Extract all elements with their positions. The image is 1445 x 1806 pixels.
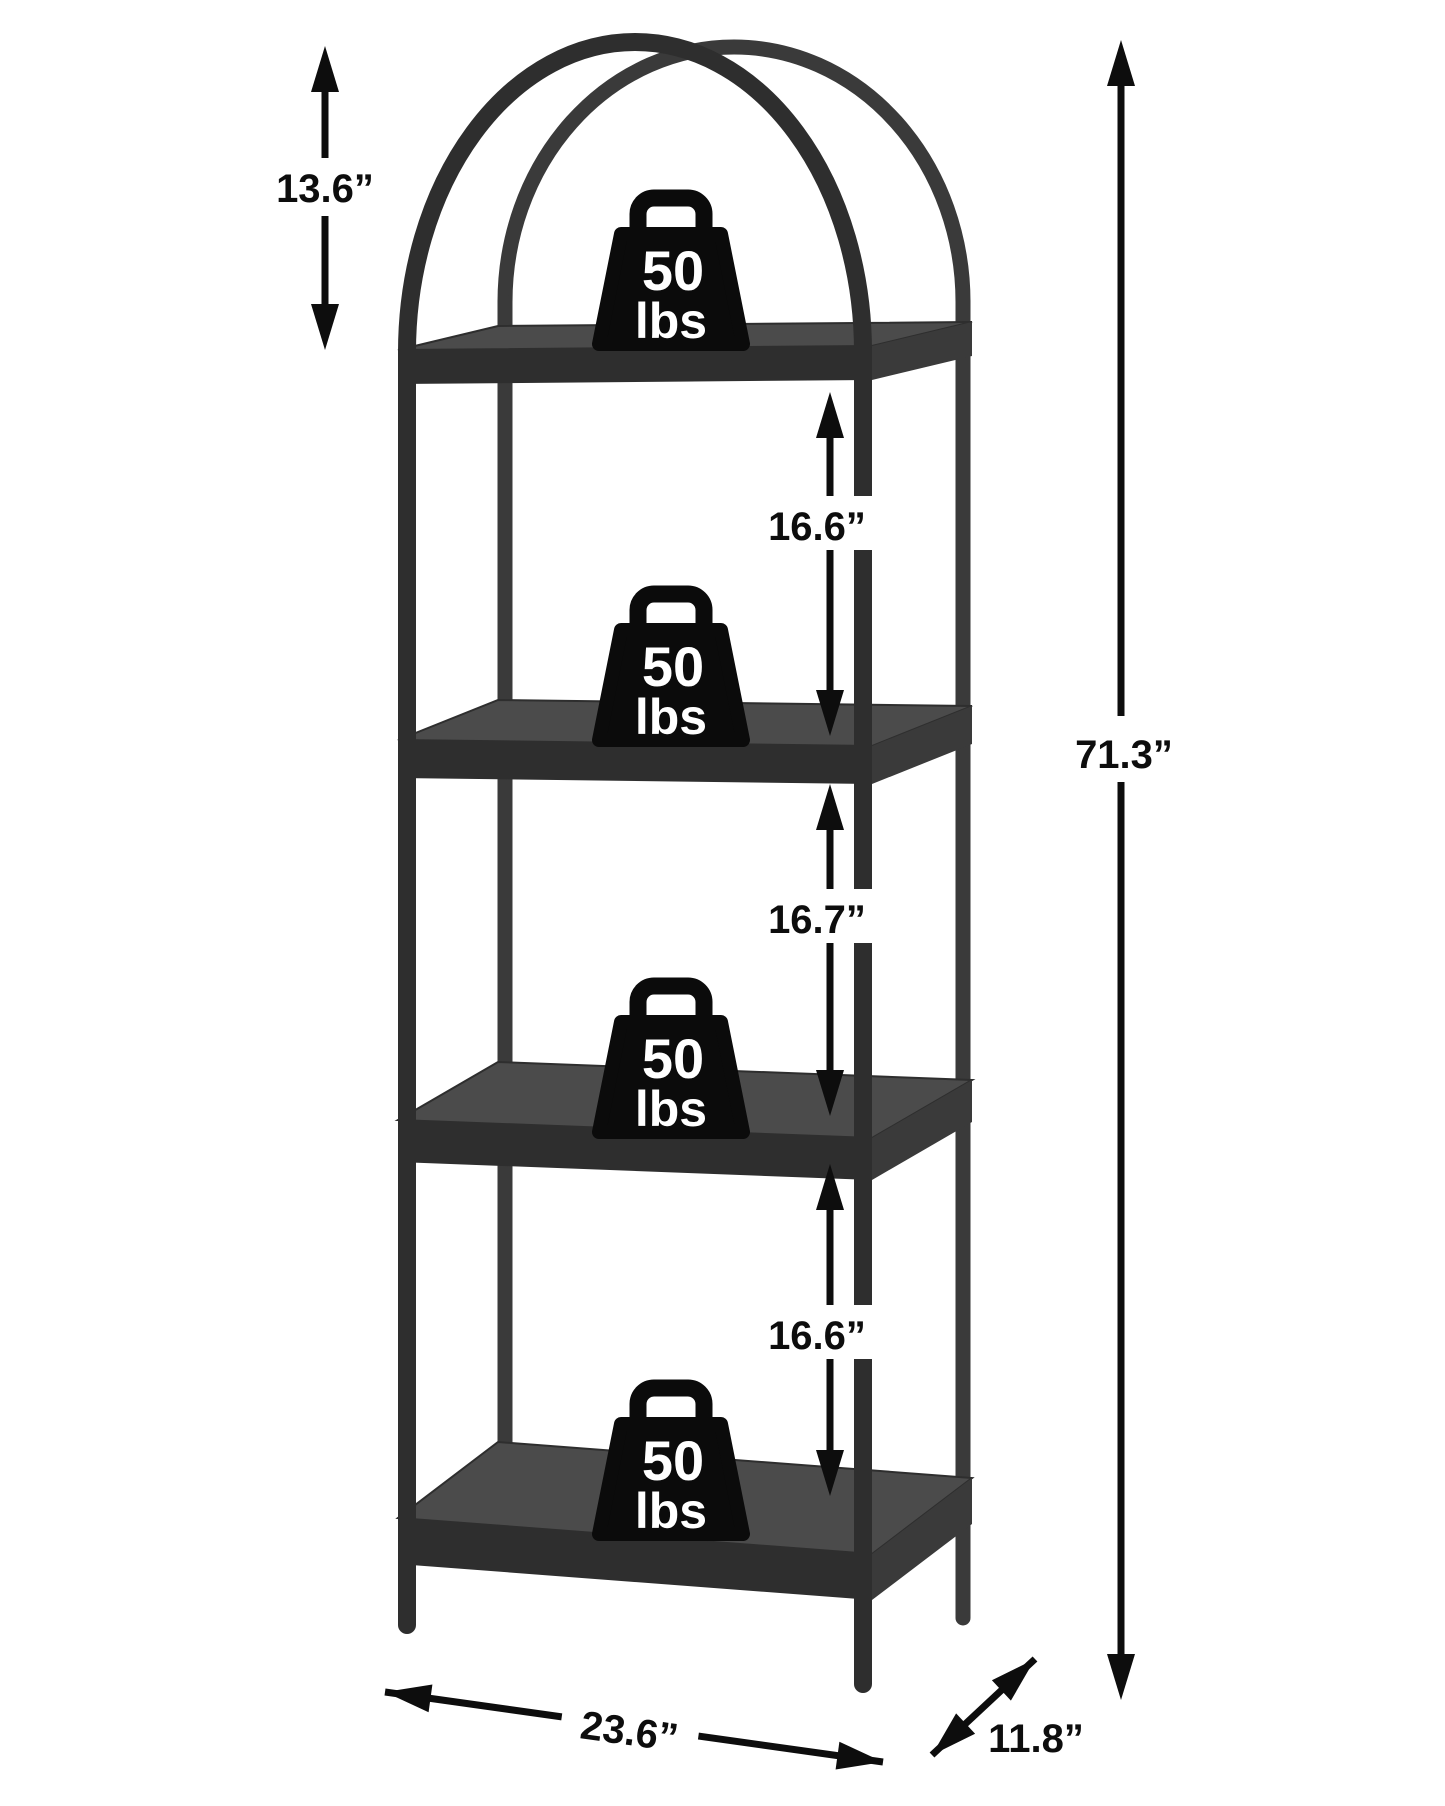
arrow-up-icon bbox=[816, 1164, 844, 1210]
weight-bag-body bbox=[592, 227, 750, 351]
shelf-3-side bbox=[872, 1080, 972, 1180]
arrow-right-icon bbox=[835, 1741, 883, 1770]
weight-badge-4: 50 lbs bbox=[592, 1379, 750, 1541]
dim-label-bg bbox=[756, 496, 878, 550]
arrow-up-icon bbox=[816, 784, 844, 830]
front-frame bbox=[398, 33, 872, 1693]
capacity-value: 50 bbox=[642, 635, 704, 698]
shelf-1-front bbox=[398, 346, 872, 384]
shelf-4-front bbox=[398, 1518, 872, 1600]
arrow-up-right-icon bbox=[991, 1659, 1035, 1701]
capacity-value: 50 bbox=[642, 239, 704, 302]
dim-total-height: 71.3” bbox=[1054, 40, 1192, 1700]
dim-label-bg bbox=[262, 158, 388, 216]
dimension-annotations: 13.6” 71.3” 16.6” 16.7” bbox=[262, 40, 1192, 1770]
bookshelf-illustration: 50 lbs 50 lbs 50 lbs 50 lbs bbox=[394, 33, 976, 1693]
arrow-up-icon bbox=[311, 46, 339, 92]
dim-label-gap-bottom: 16.6” bbox=[768, 1314, 866, 1358]
arrow-down-left-icon bbox=[932, 1713, 976, 1755]
capacity-unit: lbs bbox=[635, 1483, 707, 1539]
arrow-down-icon bbox=[816, 690, 844, 736]
back-arch bbox=[497, 39, 971, 310]
dim-label-bg bbox=[756, 889, 878, 943]
weight-bag-body bbox=[592, 1015, 750, 1139]
arrow-down-icon bbox=[816, 1070, 844, 1116]
dim-width: 23.6” bbox=[384, 1684, 884, 1770]
front-arch bbox=[398, 33, 872, 361]
dim-label-gap-middle: 16.7” bbox=[768, 898, 866, 942]
arrow-down-icon bbox=[1107, 1654, 1135, 1700]
dim-arch-height: 13.6” bbox=[262, 46, 388, 350]
dim-gap-middle: 16.7” bbox=[756, 784, 878, 1116]
back-frame bbox=[497, 39, 971, 1626]
capacity-unit: lbs bbox=[635, 293, 707, 349]
capacity-unit: lbs bbox=[635, 1081, 707, 1137]
weight-badge-1: 50 lbs bbox=[592, 189, 750, 351]
shelf-2-front bbox=[398, 740, 872, 784]
shelf-4-side bbox=[872, 1478, 972, 1600]
dim-label-arch-height: 13.6” bbox=[276, 167, 374, 211]
arrow-left-icon bbox=[385, 1684, 433, 1713]
dim-label-bg bbox=[756, 1305, 878, 1359]
dim-depth: 11.8” bbox=[929, 1656, 1084, 1761]
dim-label-bg bbox=[1054, 716, 1192, 782]
dim-gap-bottom: 16.6” bbox=[756, 1164, 878, 1496]
weight-bag-body bbox=[592, 623, 750, 747]
dim-label-depth: 11.8” bbox=[988, 1717, 1084, 1761]
weight-badge-3: 50 lbs bbox=[592, 977, 750, 1139]
arrow-up-icon bbox=[816, 392, 844, 438]
arrow-down-icon bbox=[311, 304, 339, 350]
capacity-value: 50 bbox=[642, 1429, 704, 1492]
shelf-1-side bbox=[872, 322, 972, 380]
capacity-value: 50 bbox=[642, 1027, 704, 1090]
arrow-down-icon bbox=[816, 1450, 844, 1496]
capacity-unit: lbs bbox=[635, 689, 707, 745]
dim-label-bg bbox=[557, 1689, 703, 1765]
dim-gap-top: 16.6” bbox=[756, 392, 878, 736]
weight-bag-body bbox=[592, 1417, 750, 1541]
arrow-up-icon bbox=[1107, 40, 1135, 86]
shelf-2-side bbox=[872, 706, 972, 784]
dim-label-total-height: 71.3” bbox=[1075, 733, 1173, 777]
shelf-3-front bbox=[398, 1120, 872, 1180]
dim-label-gap-top: 16.6” bbox=[768, 505, 866, 549]
weight-badge-2: 50 lbs bbox=[592, 585, 750, 747]
